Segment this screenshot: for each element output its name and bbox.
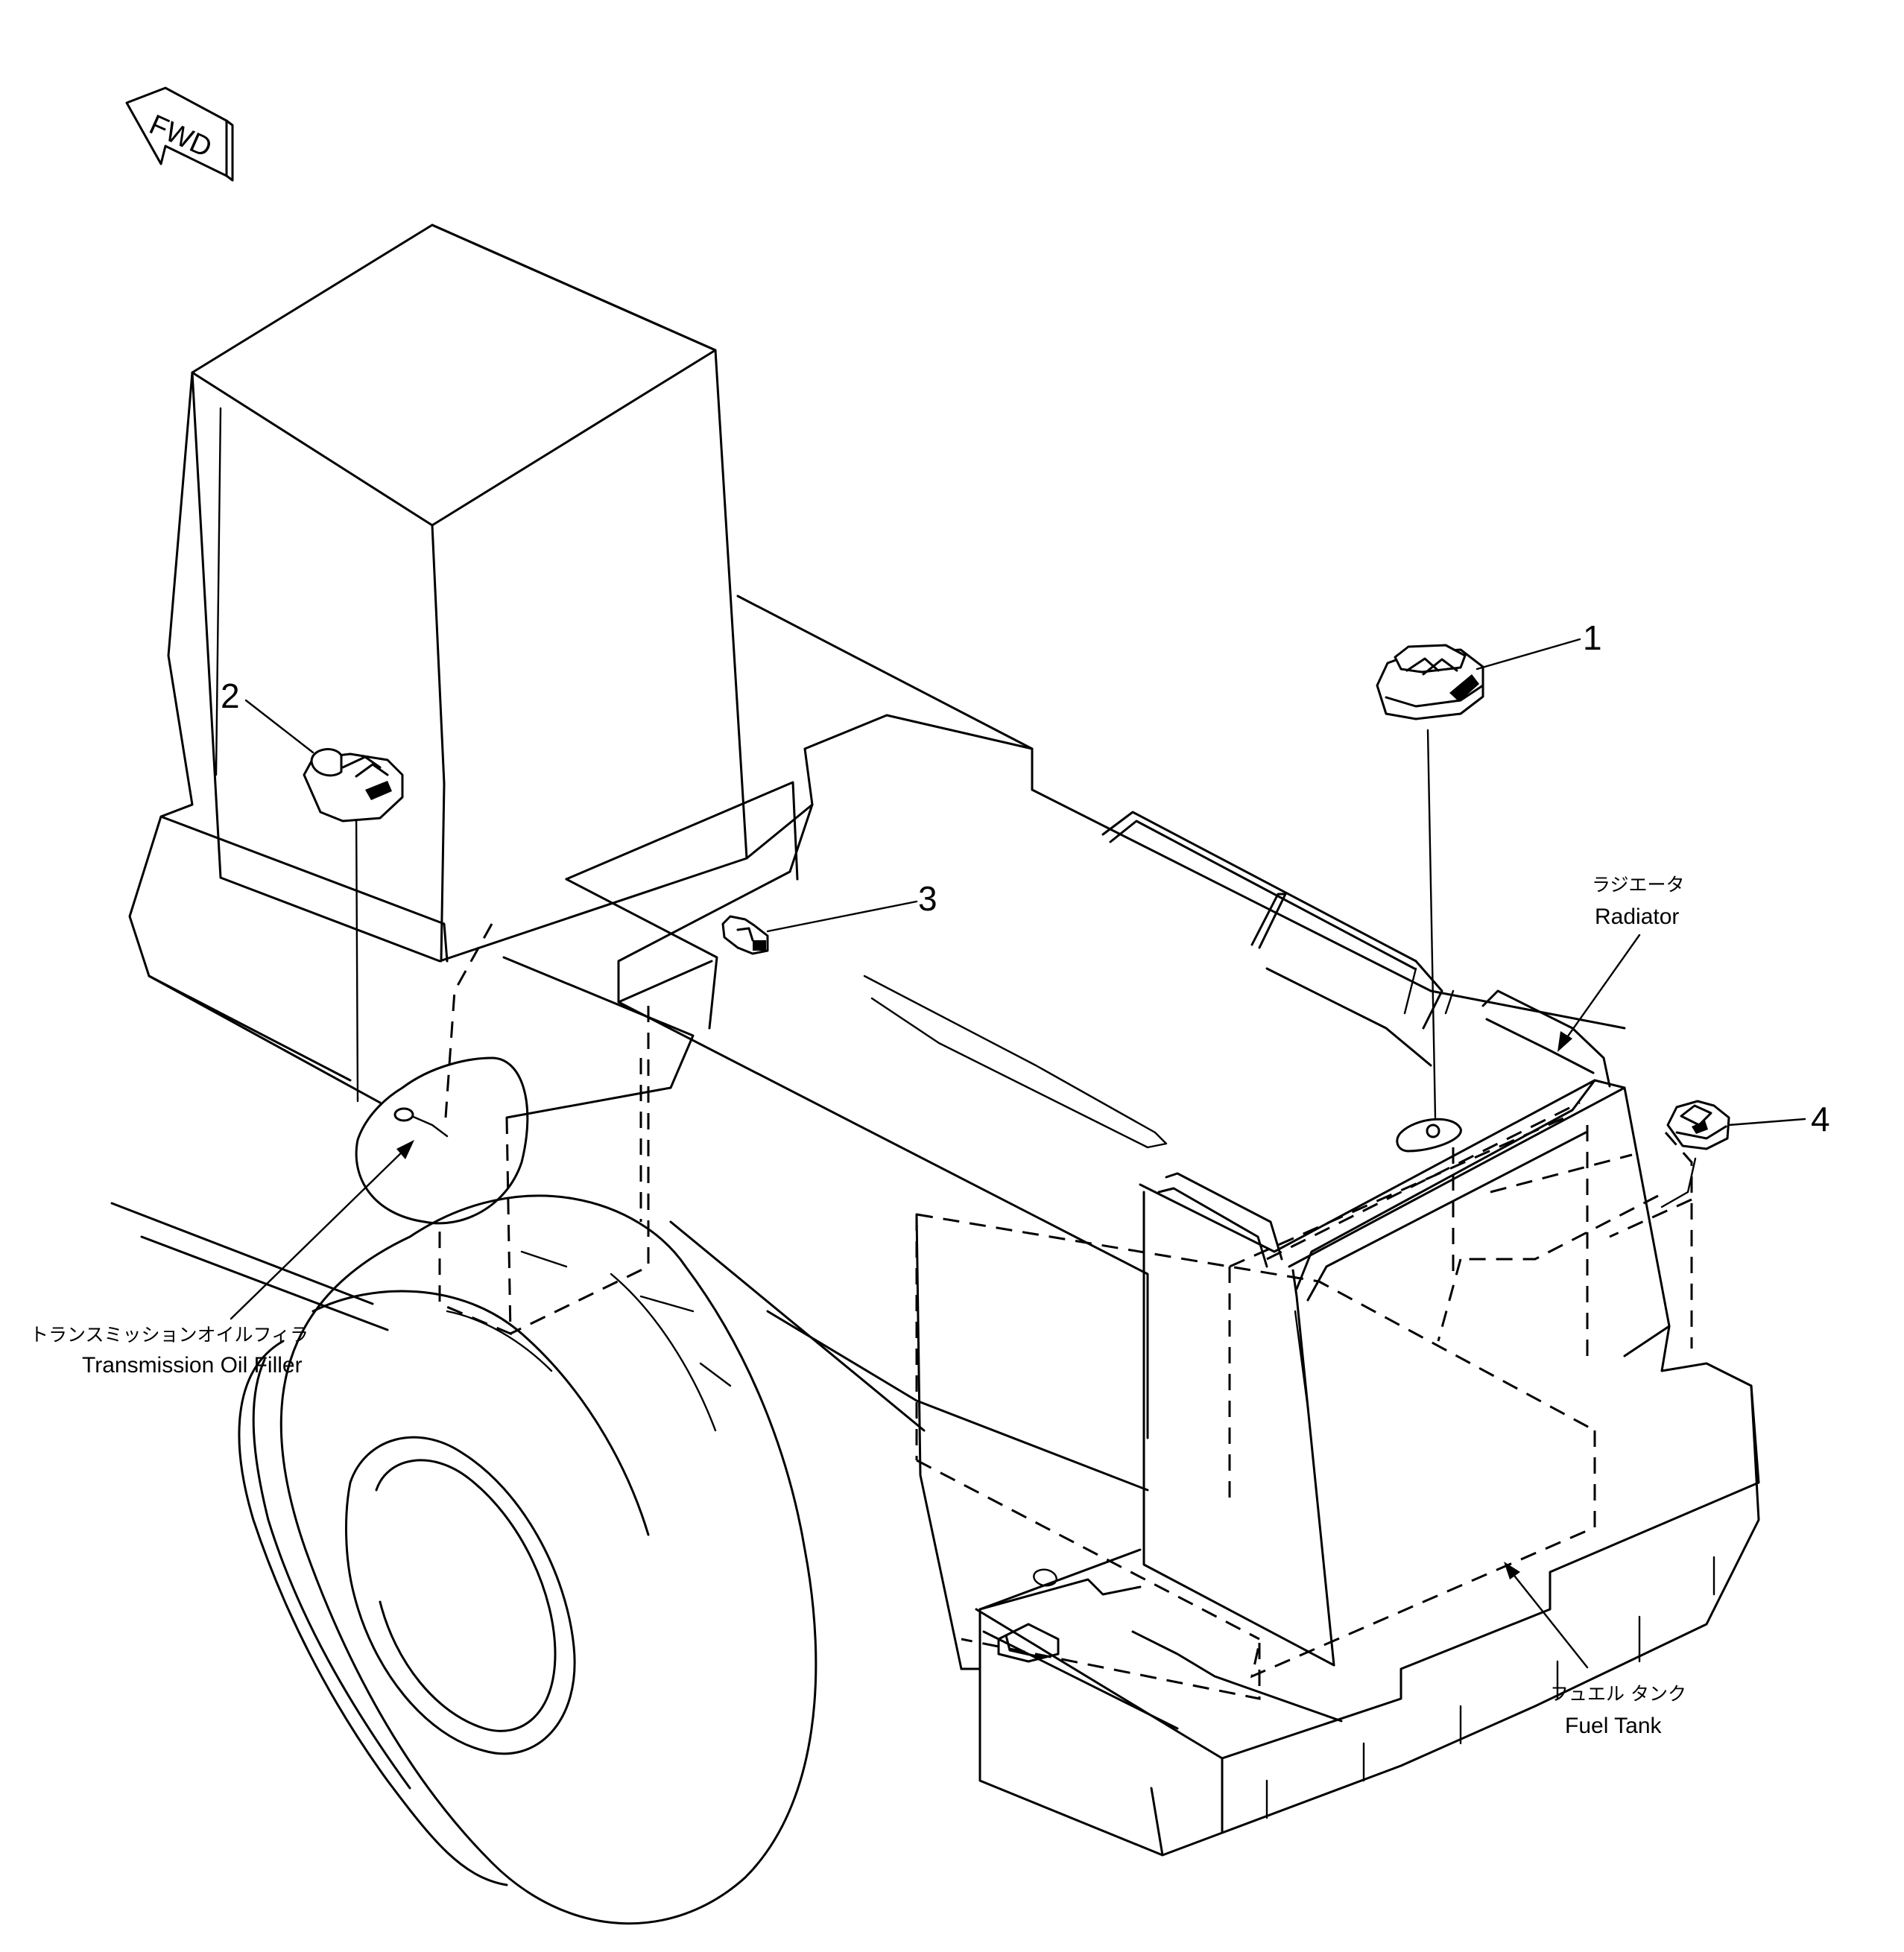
- transmission-arrowhead-icon: [396, 1140, 414, 1159]
- transmission-oil-filler-callout: トランスミッションオイルフィラ Transmission Oil Filler: [30, 1140, 414, 1378]
- cap-3-icon: [721, 915, 769, 955]
- radiator-callout: ラジエータ Radiator: [1557, 874, 1685, 1052]
- radiator-rails: [1101, 811, 1611, 1302]
- fuel-tank-arrowhead-icon: [1504, 1562, 1520, 1579]
- transmission-filler-area: [355, 1056, 529, 1225]
- fuel-tank-hidden: [915, 1213, 1596, 1700]
- part-number-4: 4: [1811, 1100, 1830, 1138]
- radiator-label-en: Radiator: [1595, 904, 1679, 929]
- radiator-filler-port: [1396, 1118, 1462, 1153]
- chassis-deck: [110, 595, 1626, 1492]
- hidden-lines-cab: [438, 923, 650, 1336]
- leader-lines: [355, 729, 1697, 1208]
- radiator-box: [1139, 967, 1671, 1667]
- part-callout-lines: [244, 638, 1806, 1126]
- radiator-arrowhead-icon: [1557, 1031, 1572, 1052]
- cab-body: [128, 224, 748, 1104]
- fuel-tank-callout: フュエル タンク Fuel Tank: [1504, 1562, 1686, 1738]
- filler-port-icon: [393, 1107, 414, 1122]
- counterweight: [915, 1213, 1760, 1857]
- tire: [238, 1194, 817, 1925]
- hidden-lines-radiator: [1228, 1101, 1693, 1498]
- part-number-3: 3: [918, 879, 937, 918]
- radiator-port-icon: [1426, 1124, 1440, 1138]
- fwd-arrow-icon: FWD: [125, 86, 234, 182]
- transmission-label-jp: トランスミッションオイルフィラ: [30, 1324, 309, 1346]
- transmission-label-en: Transmission Oil Filler: [82, 1353, 303, 1378]
- cap-4-icon: [1666, 1100, 1730, 1150]
- cap-1-icon: [1376, 644, 1484, 720]
- part-number-1: 1: [1583, 618, 1602, 657]
- fuel-tank-label-en: Fuel Tank: [1565, 1714, 1663, 1738]
- cap-2-icon: [303, 748, 404, 823]
- fuel-tank-label-jp: フュエル タンク: [1550, 1683, 1686, 1705]
- radiator-label-jp: ラジエータ: [1592, 874, 1685, 896]
- part-number-2: 2: [221, 676, 240, 715]
